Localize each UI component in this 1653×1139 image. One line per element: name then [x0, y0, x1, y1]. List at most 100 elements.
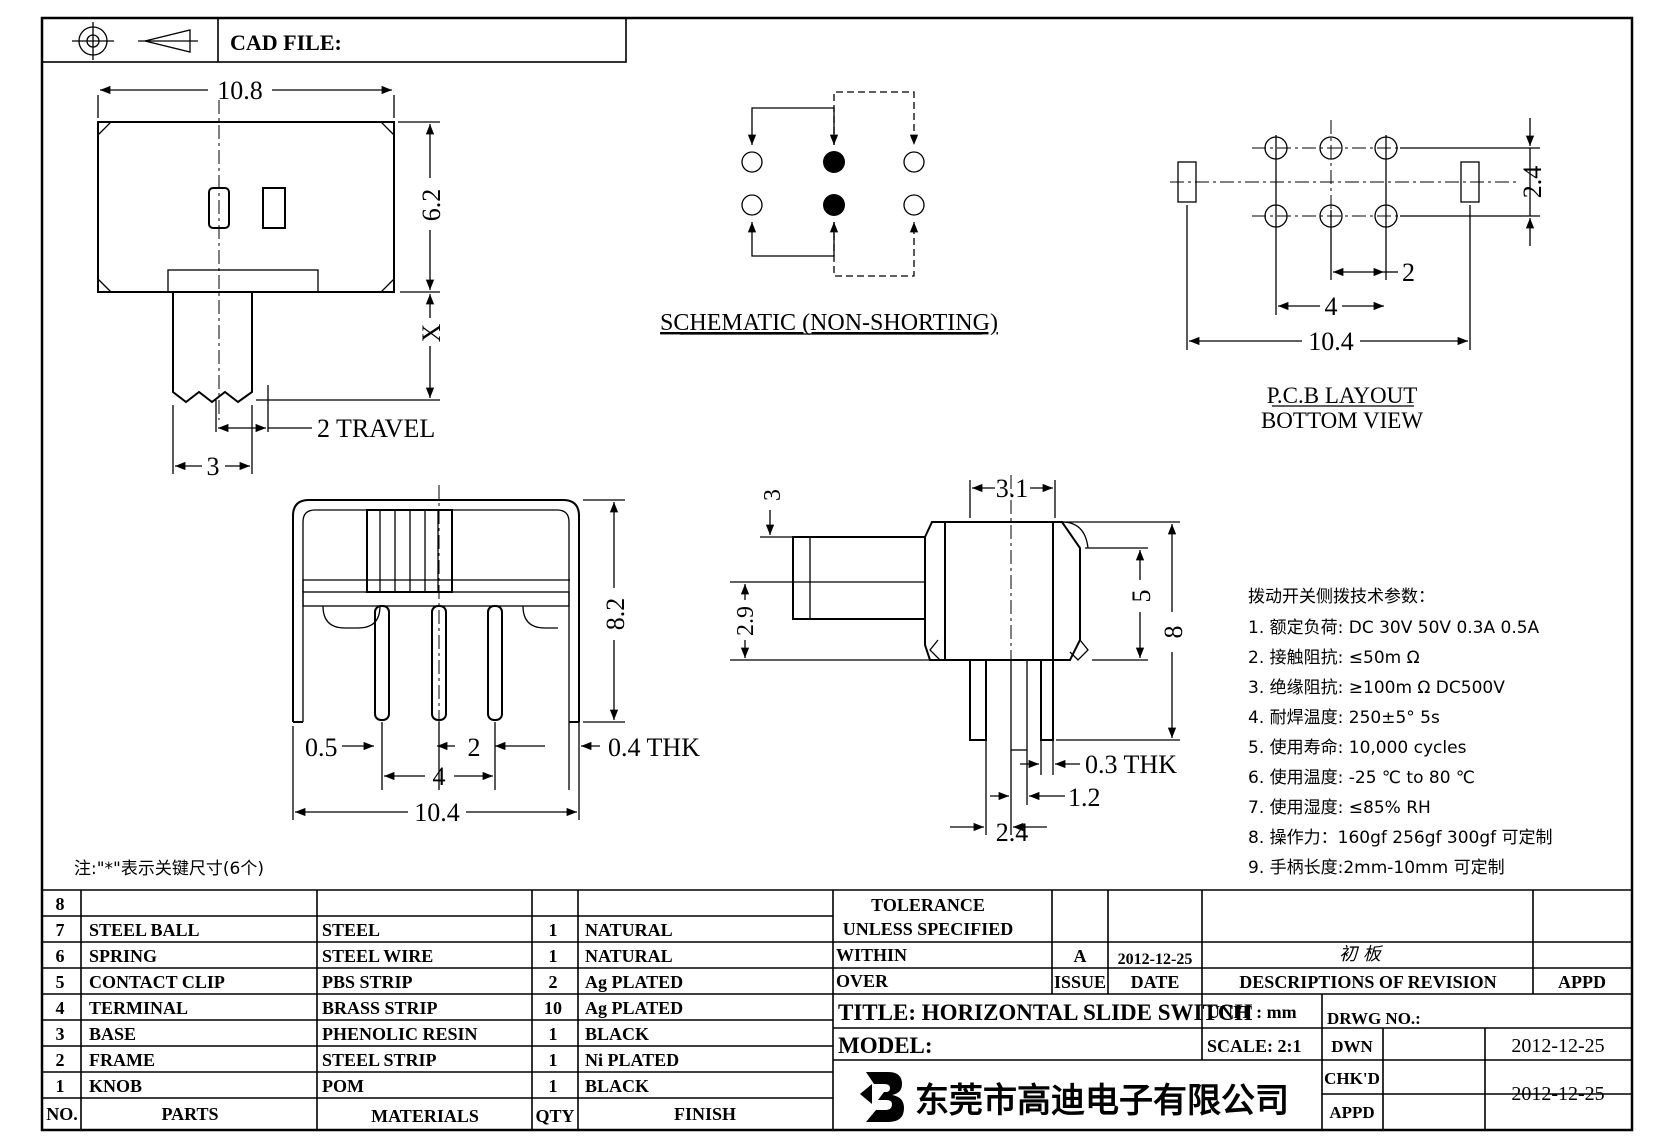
front-dim-pitch: 2: [468, 733, 481, 762]
revision-description-header: DESCRIPTIONS OF REVISION: [1239, 972, 1496, 992]
dim-top-x: X: [417, 323, 446, 342]
spec-item: 9. 手柄长度:2mm-10mm 可定制: [1248, 858, 1505, 878]
approved-label: APPD: [1329, 1103, 1374, 1122]
spec-item: 5. 使用寿命: 10,000 cycles: [1248, 737, 1467, 758]
tolerance-line2: UNLESS SPECIFIED: [843, 919, 1014, 939]
checked-date: 2012-12-25: [1511, 1083, 1604, 1105]
bom-header-materials: MATERIALS: [371, 1106, 479, 1126]
bom-no: 1: [56, 1076, 65, 1096]
bom-qty: 10: [544, 998, 562, 1018]
front-dim-height: 8.2: [601, 598, 630, 631]
bom-finish: Ag PLATED: [585, 998, 683, 1018]
spec-item: 6. 使用温度: -25 ℃ to 80 ℃: [1248, 767, 1475, 788]
bom-part: BASE: [89, 1024, 136, 1044]
dim-top-height: 6.2: [417, 189, 446, 222]
pcb-dim-total: 10.4: [1308, 327, 1354, 356]
spec-list: 拨动开关侧拨技术参数： 1. 额定负荷: DC 30V 50V 0.3A 0.5…: [1248, 587, 1553, 878]
spec-title: 拨动开关侧拨技术参数：: [1248, 587, 1435, 607]
bom-no: 4: [56, 998, 65, 1018]
bom-material: STEEL: [322, 920, 380, 940]
spec-item: 2. 接触阻抗: ≤50m Ω: [1248, 648, 1420, 668]
rev-letter: A: [1074, 946, 1087, 966]
bom-part: KNOB: [89, 1076, 142, 1096]
rev-description: 初 板: [1339, 944, 1384, 965]
unit-label: UNIT : mm: [1207, 1002, 1297, 1022]
model-label: MODEL:: [838, 1033, 933, 1058]
pcb-dim-span: 4: [1325, 292, 1338, 321]
bom-qty: 2: [549, 972, 558, 992]
bom-part: SPRING: [89, 946, 157, 966]
terminal-common: [823, 151, 845, 173]
dim-travel: 2 TRAVEL: [317, 414, 435, 443]
bom-qty: 1: [549, 1050, 558, 1070]
bom-qty: 1: [549, 1024, 558, 1044]
company-name: 东莞市高迪电子有限公司: [915, 1081, 1289, 1121]
pcb-hole: [1319, 136, 1343, 160]
tolerance-line1: TOLERANCE: [871, 895, 985, 915]
issue-label: ISSUE: [1054, 972, 1106, 992]
bom-finish: Ni PLATED: [585, 1050, 679, 1070]
rev-date: 2012-12-25: [1118, 951, 1193, 968]
note-key-dimensions: 注:"*"表示关键尺寸(6个): [74, 859, 264, 879]
bom-material: STEEL WIRE: [322, 946, 433, 966]
bom-no: 6: [56, 946, 65, 966]
bom-no: 7: [56, 920, 65, 940]
bom-no: 5: [56, 972, 65, 992]
pcb-hole: [1264, 136, 1288, 160]
spec-item: 8. 操作力：160gf 256gf 300gf 可定制: [1248, 828, 1553, 848]
bom-part: TERMINAL: [89, 998, 188, 1018]
bom-part: FRAME: [89, 1050, 155, 1070]
bom-no: 8: [56, 894, 65, 914]
side-dim-width: 3.1: [996, 474, 1029, 503]
bom-qty: 1: [549, 920, 558, 940]
dim-knob-width: 3: [207, 452, 220, 481]
spec-item: 7. 使用湿度: ≤85% RH: [1248, 797, 1431, 818]
schematic: SCHEMATIC (NON-SHORTING): [660, 91, 998, 336]
sheet-border: [40, 16, 1634, 1132]
cad-file-label: CAD FILE:: [230, 30, 342, 55]
bom-material: BRASS STRIP: [322, 998, 438, 1018]
bom-no: 3: [56, 1024, 65, 1044]
bom-finish: Ag PLATED: [585, 972, 683, 992]
scale-label: SCALE: 2:1: [1207, 1036, 1302, 1056]
top-view: 10.8 6.2 X 2 TRAVEL 3: [97, 76, 446, 481]
bom-header-parts: PARTS: [161, 1104, 218, 1124]
drawn-date: 2012-12-25: [1511, 1035, 1604, 1057]
bom-part: STEEL BALL: [89, 920, 200, 940]
tolerance-within: WITHIN: [836, 945, 907, 965]
bom-material: POM: [322, 1076, 364, 1096]
bom-finish: NATURAL: [585, 920, 673, 940]
dim-top-width: 10.8: [217, 76, 263, 105]
pcb-slot: [1177, 161, 1197, 203]
front-dim-span: 4: [433, 762, 446, 791]
spec-item: 1. 额定负荷: DC 30V 50V 0.3A 0.5A: [1248, 618, 1540, 638]
bom-material: PBS STRIP: [322, 972, 413, 992]
front-dim-total: 10.4: [414, 798, 460, 827]
spec-item: 4. 耐焊温度: 250±5° 5s: [1248, 708, 1440, 728]
terminal-open: [903, 194, 925, 216]
drawing-number-label: DRWG NO.:: [1327, 1009, 1421, 1028]
gaodi-logo-icon: [860, 1072, 904, 1122]
bom-material: PHENOLIC RESIN: [322, 1024, 478, 1044]
date-label: DATE: [1131, 972, 1180, 992]
side-dim-knob-height: 2.9: [733, 606, 759, 636]
pcb-hole: [1319, 204, 1343, 228]
first-angle-projection-icon: [72, 22, 198, 60]
spec-item: 3. 绝缘阻抗: ≥100m Ω DC500V: [1248, 678, 1505, 698]
appd-header: APPD: [1558, 972, 1606, 992]
bom-table: 8 7 STEEL BALL STEEL 1 NATURAL 6 SPRING …: [42, 889, 1632, 1130]
pcb-hole: [1374, 136, 1398, 160]
pcb-slot: [1460, 161, 1480, 203]
bom-header-finish: FINISH: [674, 1104, 736, 1124]
bom-part: CONTACT CLIP: [89, 972, 225, 992]
schematic-label: SCHEMATIC (NON-SHORTING): [660, 310, 998, 336]
side-dim-thk: 0.3 THK: [1085, 750, 1177, 779]
side-dim-pin-span: 2.4: [996, 818, 1029, 847]
side-dim-total: 8: [1159, 626, 1188, 639]
side-dim-knob: 3: [760, 489, 786, 501]
front-dim-lead: 0.5: [305, 733, 338, 762]
drawing-title: TITLE: HORIZONTAL SLIDE SWITCH: [838, 1000, 1252, 1025]
pcb-dim-height: 2.4: [1518, 166, 1547, 199]
pcb-dim-pitch: 2: [1402, 258, 1415, 287]
side-dim-pin: 1.2: [1068, 783, 1101, 812]
